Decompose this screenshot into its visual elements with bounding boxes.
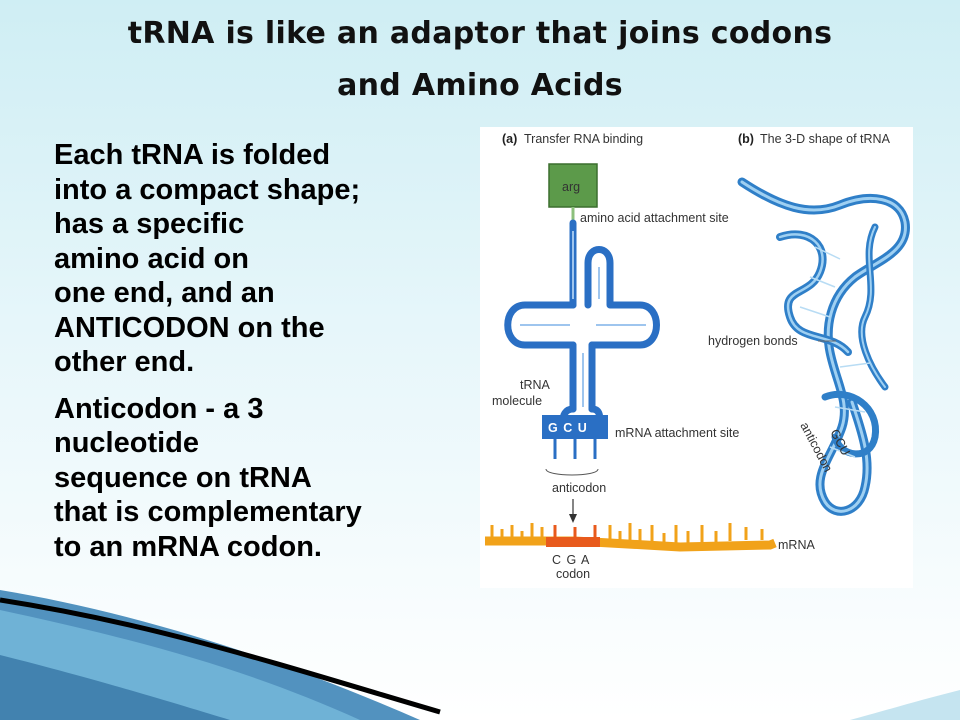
paragraph-anticodon-definition: Anticodon - a 3 nucleotide sequence on t… [54, 392, 459, 565]
codon-label: codon [556, 567, 590, 581]
slide-title: tRNA is like an adaptor that joins codon… [30, 8, 930, 112]
text-line: that is complementary [54, 496, 362, 528]
text-line: amino acid on [54, 242, 249, 275]
trna-molecule-label: molecule [492, 394, 542, 408]
text-line: one end, and an [54, 277, 275, 309]
panel-a-title: Transfer RNA binding [524, 132, 643, 146]
amino-acid-box [548, 163, 598, 208]
text-line: into a compact shape; [54, 173, 361, 206]
codon-segment [546, 537, 600, 547]
panel-b-tag: (b) [738, 132, 754, 146]
trna-figure: (a) Transfer RNA binding (b) The 3-D sha… [480, 127, 913, 588]
mrna-label: mRNA [778, 538, 815, 552]
amino-acid-label: arg [562, 180, 580, 194]
mrna-strand [485, 536, 777, 552]
hydrogen-bonds-label: hydrogen bonds [708, 334, 798, 348]
text-line: Anticodon - a 3 [54, 392, 264, 425]
paragraph-trna-shape: Each tRNA is folded into a compact shape… [54, 138, 459, 380]
body-text: Each tRNA is folded into a compact shape… [54, 138, 459, 576]
mrna-site-label: mRNA attachment site [615, 426, 739, 440]
anticodon-bases: G C U [548, 421, 588, 435]
title-line-2: and Amino Acids [337, 68, 623, 103]
anticodon-loop [542, 415, 608, 439]
trna-diagram: (a) Transfer RNA binding (b) The 3-D sha… [485, 132, 910, 581]
text-line: to an mRNA codon. [54, 530, 322, 563]
trna-inner-bonds [520, 231, 646, 407]
text-line: Each tRNA is folded [54, 139, 331, 171]
panel-b-title: The 3-D shape of tRNA [760, 132, 891, 146]
ribbon-rungs [799, 246, 871, 458]
text-line: nucleotide [54, 427, 200, 459]
text-line: other end. [54, 346, 195, 378]
text-line: ANTICODON on the [54, 311, 325, 344]
anticodon-label: anticodon [552, 481, 606, 495]
text-line: sequence on tRNA [54, 461, 312, 494]
amino-acid-site-label: amino acid attachment site [580, 211, 729, 225]
codon-bases-label: C G A [552, 553, 590, 567]
title-line-1: tRNA is like an adaptor that joins codon… [127, 16, 833, 51]
text-line: has a specific [54, 208, 245, 240]
anticodon-stubs [553, 439, 597, 459]
mrna-bases [490, 523, 764, 543]
panel-a-tag: (a) [502, 132, 517, 146]
trna-label: tRNA [520, 378, 551, 392]
trna-3d-ribbon [737, 177, 910, 516]
codon-bases [553, 525, 597, 537]
